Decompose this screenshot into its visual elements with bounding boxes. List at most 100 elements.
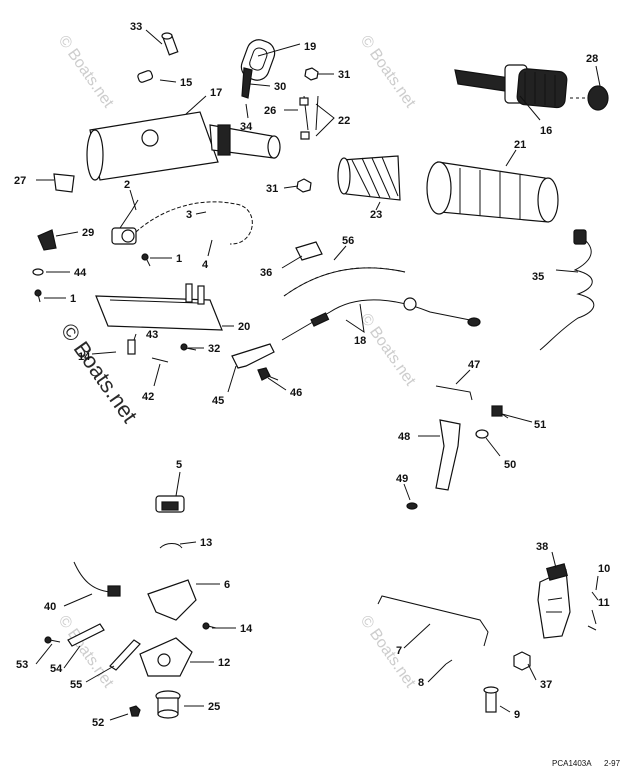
callout-20: 20 (238, 321, 250, 333)
part-16-throttle (454, 64, 568, 109)
callout-1-a: 1 (176, 253, 182, 265)
callout-36: 36 (260, 267, 272, 279)
part-36-clip (295, 241, 323, 261)
part-26-22-rod (299, 95, 319, 140)
part-17-handle (86, 111, 281, 181)
callout-13: 13 (200, 537, 212, 549)
callout-14-b: 14 (240, 623, 253, 635)
callout-11: 11 (598, 597, 610, 609)
part-29-bracket (37, 229, 57, 251)
part-2-switch (111, 199, 253, 245)
callout-34: 34 (240, 121, 253, 133)
watermark-mid-right: © Boats.net (357, 311, 419, 390)
callout-31-top: 31 (338, 69, 350, 81)
callout-33: 33 (130, 21, 142, 33)
part-32-screw (180, 343, 197, 351)
callout-9: 9 (514, 709, 520, 721)
part-12-housing (139, 637, 193, 677)
callout-25: 25 (208, 701, 220, 713)
part-20-plate (95, 283, 223, 331)
callout-22: 22 (338, 115, 350, 127)
callout-2: 2 (124, 179, 130, 191)
callout-10: 10 (598, 563, 610, 575)
part-38-lever (537, 563, 571, 639)
part-35-lanyard (539, 229, 595, 351)
part-45-lever (231, 343, 275, 369)
callout-6: 6 (224, 579, 230, 591)
callout-21: 21 (514, 139, 526, 151)
part-31-nut-mid (296, 178, 312, 193)
part-43-stud (127, 339, 136, 355)
callout-38: 38 (536, 541, 548, 553)
callout-5: 5 (176, 459, 182, 471)
watermark-top-left: © Boats.net (55, 33, 117, 112)
part-51-screw (491, 405, 509, 419)
part-33-pin (161, 32, 179, 56)
part-56-conduit (283, 267, 406, 297)
part-52-nut (129, 705, 141, 717)
callout-48: 48 (398, 431, 410, 443)
part-shapes (32, 32, 609, 719)
watermark-bottom-right: © Boats.net (357, 613, 419, 692)
callout-40: 40 (44, 601, 56, 613)
part-55-link (109, 639, 141, 671)
part-47-link (435, 385, 473, 401)
watermark-large: © Boats.net (56, 319, 143, 428)
part-23-sleeve (337, 155, 401, 201)
watermark-top-right: © Boats.net (357, 33, 419, 112)
callout-31-mid: 31 (266, 183, 278, 195)
callout-labels: 33 15 19 30 31 28 17 26 22 34 16 27 2 31… (14, 21, 610, 729)
callout-46: 46 (290, 387, 302, 399)
part-5-clamp (155, 495, 185, 513)
part-13-clip (159, 543, 183, 549)
callout-23: 23 (370, 209, 382, 221)
part-46-bolt (257, 367, 279, 381)
part-10-pin (591, 591, 599, 601)
part-40-sensor (73, 561, 121, 597)
part-37-nut (513, 651, 531, 671)
callout-35: 35 (532, 271, 544, 283)
callout-4: 4 (202, 259, 209, 271)
part-7-rod (377, 595, 489, 647)
callout-53: 53 (16, 659, 28, 671)
part-48-arm (435, 419, 461, 491)
part-31-nut-top (304, 67, 319, 81)
part-8-pin (445, 659, 453, 665)
leader-lines (35, 29, 601, 721)
callout-52: 52 (92, 717, 104, 729)
part-1-screw-a (141, 253, 151, 267)
part-11-pin (587, 625, 597, 631)
part-15-sleeve (137, 70, 154, 83)
callout-29: 29 (82, 227, 94, 239)
part-18-cable (281, 297, 481, 341)
callout-37: 37 (540, 679, 552, 691)
drawing-code: PCA1403A (552, 759, 592, 768)
callout-8: 8 (418, 677, 424, 689)
part-49-washer (406, 502, 418, 510)
callout-26: 26 (264, 105, 276, 117)
part-21-grip (426, 161, 559, 223)
callout-44: 44 (74, 267, 87, 279)
callout-18: 18 (354, 335, 366, 347)
callout-1-b: 1 (70, 293, 76, 305)
callout-55: 55 (70, 679, 82, 691)
part-54-link (67, 623, 105, 647)
callout-27: 27 (14, 175, 26, 187)
callout-12: 12 (218, 657, 230, 669)
callout-16: 16 (540, 125, 552, 137)
callout-15: 15 (180, 77, 192, 89)
part-28-cap (570, 85, 609, 111)
callout-42: 42 (142, 391, 154, 403)
part-50-washer (475, 429, 489, 439)
callout-54: 54 (50, 663, 63, 675)
callout-7: 7 (396, 645, 402, 657)
callout-43: 43 (146, 329, 158, 341)
part-44-washer (32, 268, 44, 276)
part-25-bushing (155, 690, 181, 719)
callout-14-a: 14 (78, 351, 91, 363)
callout-19: 19 (304, 41, 316, 53)
callout-45: 45 (212, 395, 224, 407)
part-53-screw (44, 636, 61, 644)
part-19-clip (240, 39, 276, 99)
